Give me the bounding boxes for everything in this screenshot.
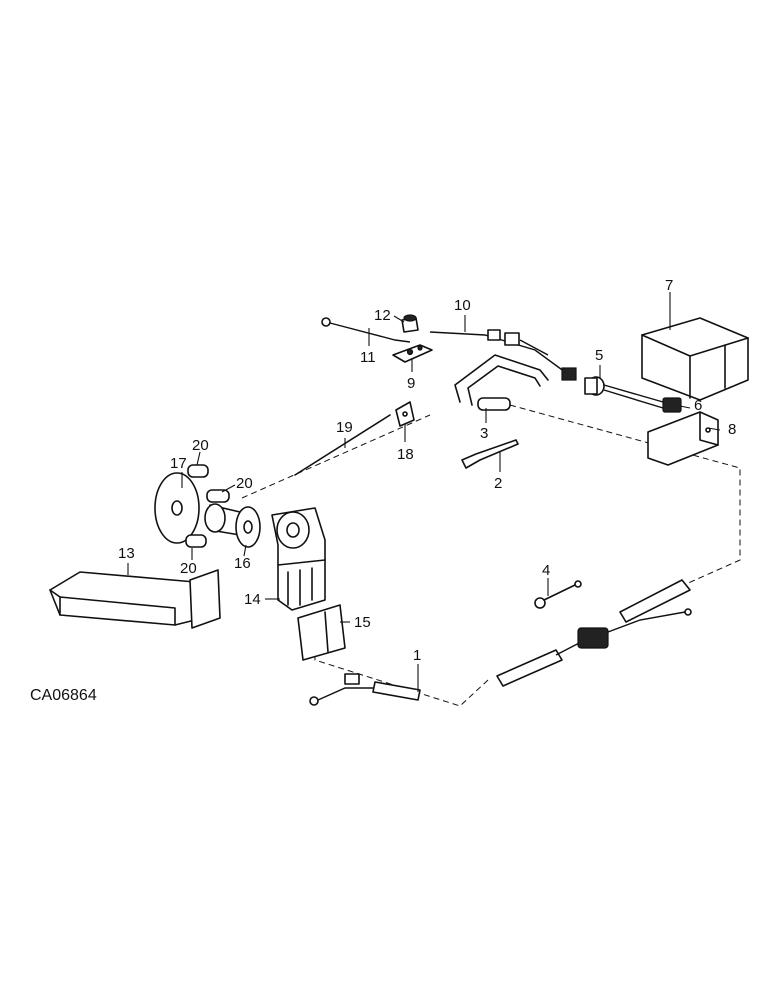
callout-12: 12	[374, 307, 391, 324]
callout-13: 13	[118, 545, 135, 562]
callout-1: 1	[413, 647, 421, 664]
callout-3: 3	[480, 425, 488, 442]
callout-17: 17	[170, 455, 187, 472]
callout-4: 4	[542, 562, 550, 579]
callout-7: 7	[665, 277, 673, 294]
part-18-clip	[395, 401, 415, 427]
part-12-grommet	[401, 314, 419, 333]
callout-15: 15	[354, 614, 371, 631]
part-17-disc	[154, 464, 230, 548]
drawing-code: CA06864	[30, 687, 97, 704]
part-10-harness	[429, 329, 577, 381]
part-16-hub	[204, 503, 261, 548]
callout-20a: 20	[192, 437, 209, 454]
part-11-wire	[321, 317, 411, 343]
leader-lines	[127, 292, 721, 692]
callout-20b: 20	[236, 475, 253, 492]
part-3-handle	[454, 354, 549, 411]
part-13-frame-bracket	[49, 569, 221, 629]
part-9-bracket	[392, 344, 433, 363]
callout-19: 19	[336, 419, 353, 436]
callout-20c: 20	[180, 560, 197, 577]
part-1-main-harness	[309, 579, 692, 706]
callout-9: 9	[407, 375, 415, 392]
callout-10: 10	[454, 297, 471, 314]
part-14-motor	[271, 507, 326, 611]
callout-6: 6	[694, 397, 702, 414]
part-2-strap	[461, 439, 519, 469]
part-19-cable	[294, 414, 391, 476]
callout-8: 8	[728, 421, 736, 438]
callout-18: 18	[397, 446, 414, 463]
callout-5: 5	[595, 347, 603, 364]
part-15-mount-plate	[297, 604, 346, 661]
part-8-plate	[647, 411, 719, 466]
part-5-connector	[584, 376, 605, 396]
callout-16: 16	[234, 555, 251, 572]
part-4-ground-strap	[534, 580, 582, 609]
callout-14: 14	[244, 591, 261, 608]
part-6-switch	[603, 384, 682, 413]
part-7-cover	[641, 317, 749, 401]
callout-11: 11	[360, 349, 376, 366]
callout-2: 2	[494, 475, 502, 492]
callout-labels: 1 2 3 4 5 6 7 8 9 10 11 12 13 14 15 16 1…	[118, 277, 736, 664]
